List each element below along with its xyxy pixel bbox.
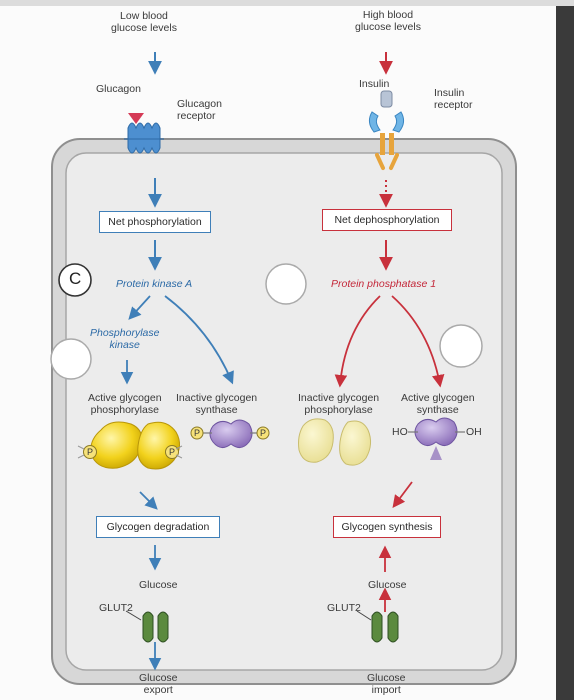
empty-circle-right bbox=[439, 324, 483, 368]
net-phosphorylation-box: Net phosphorylation bbox=[99, 211, 211, 233]
glucose-right-label: Glucose bbox=[368, 579, 407, 591]
active-glycogen-synthase-icon bbox=[408, 417, 465, 460]
top-strip bbox=[0, 0, 574, 6]
empty-circle-middle bbox=[265, 263, 307, 305]
phosphate-label-synthase-right: P bbox=[260, 428, 267, 438]
inactive-glycogen-phosphorylase-icon bbox=[298, 418, 372, 466]
low-blood-glucose-label: Low blood glucose levels bbox=[111, 10, 177, 34]
arrow-to-glycogen-degradation bbox=[139, 491, 158, 510]
oh-label: OH bbox=[466, 426, 482, 438]
phosphate-label-right: P bbox=[169, 447, 176, 457]
phosphate-label-synthase-left: P bbox=[194, 428, 201, 438]
glut2-right-label: GLUT2 bbox=[327, 602, 361, 614]
glycogen-synthesis-box: Glycogen synthesis bbox=[333, 516, 441, 538]
right-dark-edge bbox=[556, 0, 574, 700]
glucagon-molecule-icon bbox=[128, 113, 144, 124]
glucose-import-label: Glucose import bbox=[367, 672, 406, 696]
arrow-pp1-to-phosphorylase bbox=[334, 295, 381, 388]
cell-interior bbox=[65, 152, 503, 671]
insulin-receptor-icon bbox=[368, 111, 405, 170]
phosphorylase-kinase-label: Phosphorylase kinase bbox=[90, 327, 160, 351]
active-glycogen-phosphorylase-label: Active glycogen phosphorylase bbox=[88, 392, 162, 416]
glucose-left-label: Glucose bbox=[139, 579, 178, 591]
insulin-label: Insulin bbox=[359, 78, 390, 90]
handwritten-c-circle bbox=[58, 263, 92, 297]
insulin-molecule-icon bbox=[380, 90, 393, 108]
arrow-pp1-to-synthase bbox=[391, 295, 445, 388]
inactive-glycogen-phosphorylase-label: Inactive glycogen phosphorylase bbox=[298, 392, 380, 416]
net-dephosphorylation-box: Net dephosphorylation bbox=[322, 209, 452, 231]
glut2-transporter-icon bbox=[125, 610, 169, 643]
glycogen-degradation-box: Glycogen degradation bbox=[96, 516, 220, 538]
inactive-glycogen-synthase-icon bbox=[190, 419, 270, 448]
ho-label: HO bbox=[392, 426, 408, 438]
protein-phosphatase-1-label: Protein phosphatase 1 bbox=[331, 278, 437, 290]
glucose-export-label: Glucose export bbox=[139, 672, 178, 696]
handwritten-c-letter: C bbox=[69, 269, 82, 288]
glut2-transporter-icon bbox=[356, 610, 399, 643]
high-blood-glucose-label: High blood glucose levels bbox=[355, 9, 421, 33]
glucagon-receptor-label: Glucagon receptor bbox=[177, 98, 222, 122]
glucagon-label: Glucagon bbox=[96, 83, 141, 95]
glucagon-receptor-icon bbox=[124, 122, 164, 154]
phosphate-icon bbox=[165, 445, 183, 459]
arrow-pka-to-glycogen-synthase bbox=[164, 295, 234, 385]
arrow-to-glycogen-synthesis bbox=[392, 481, 413, 509]
phosphate-icon bbox=[77, 445, 97, 459]
glut2-left-label: GLUT2 bbox=[99, 602, 133, 614]
active-glycogen-synthase-label: Active glycogen synthase bbox=[401, 392, 475, 416]
empty-circle-left bbox=[50, 338, 92, 380]
insulin-receptor-label: Insulin receptor bbox=[434, 87, 473, 111]
phosphate-label-left: P bbox=[87, 447, 94, 457]
inactive-glycogen-synthase-label: Inactive glycogen synthase bbox=[176, 392, 258, 416]
protein-kinase-a-label: Protein kinase A bbox=[116, 278, 193, 290]
arrow-pka-to-phos-kinase bbox=[128, 295, 151, 320]
